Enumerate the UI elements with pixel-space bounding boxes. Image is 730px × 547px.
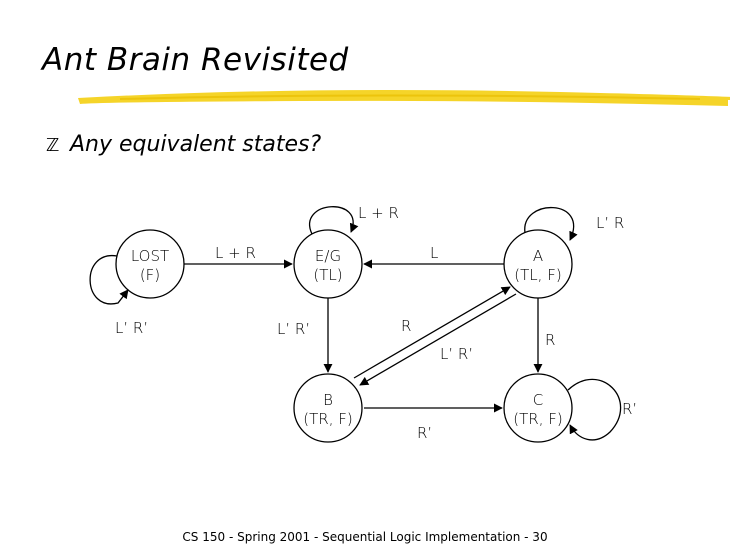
slide-footer: CS 150 - Spring 2001 - Sequential Logic … [182,530,548,544]
slide-title: Ant Brain Revisited [42,42,349,78]
state-b-name: B [323,391,333,409]
state-eg-output: (TL) [313,266,342,284]
label-b-to-a: R [401,317,411,335]
bullet-text: Any equivalent states? [70,132,322,157]
label-lost-to-eg: L + R [215,244,256,262]
state-c-output: (TR, F) [513,410,562,428]
label-lost-self: L’ R’ [115,319,148,337]
state-lost-name: LOST [131,247,169,265]
label-a-to-c: R [545,331,555,349]
transition-a-self [524,206,578,241]
state-b-output: (TR, F) [303,410,352,428]
label-a-to-eg: L [430,244,438,262]
label-a-to-b: L’ R’ [440,345,473,363]
transition-a-to-b [359,293,517,386]
state-b [293,373,363,443]
state-a-name: A [533,247,543,265]
transition-c-self [567,378,622,441]
transition-eg-self [309,206,359,235]
z-bullet-icon: ℤ [46,135,60,156]
transition-b-to-a [353,286,511,379]
label-eg-to-b: L’ R’ [277,320,310,338]
state-c [503,373,573,443]
transition-lost-self [89,255,129,305]
state-a-output: (TL, F) [514,266,561,284]
label-b-to-c: R’ [417,424,432,442]
bullet-item: ℤ Any equivalent states? [46,132,321,157]
state-eg-name: E/G [315,247,341,265]
state-lost-output: (F) [140,266,160,284]
label-eg-self: L + R [358,204,399,222]
state-c-name: C [533,391,543,409]
label-c-self: R’ [622,400,637,418]
label-a-self: L’ R [596,214,624,232]
